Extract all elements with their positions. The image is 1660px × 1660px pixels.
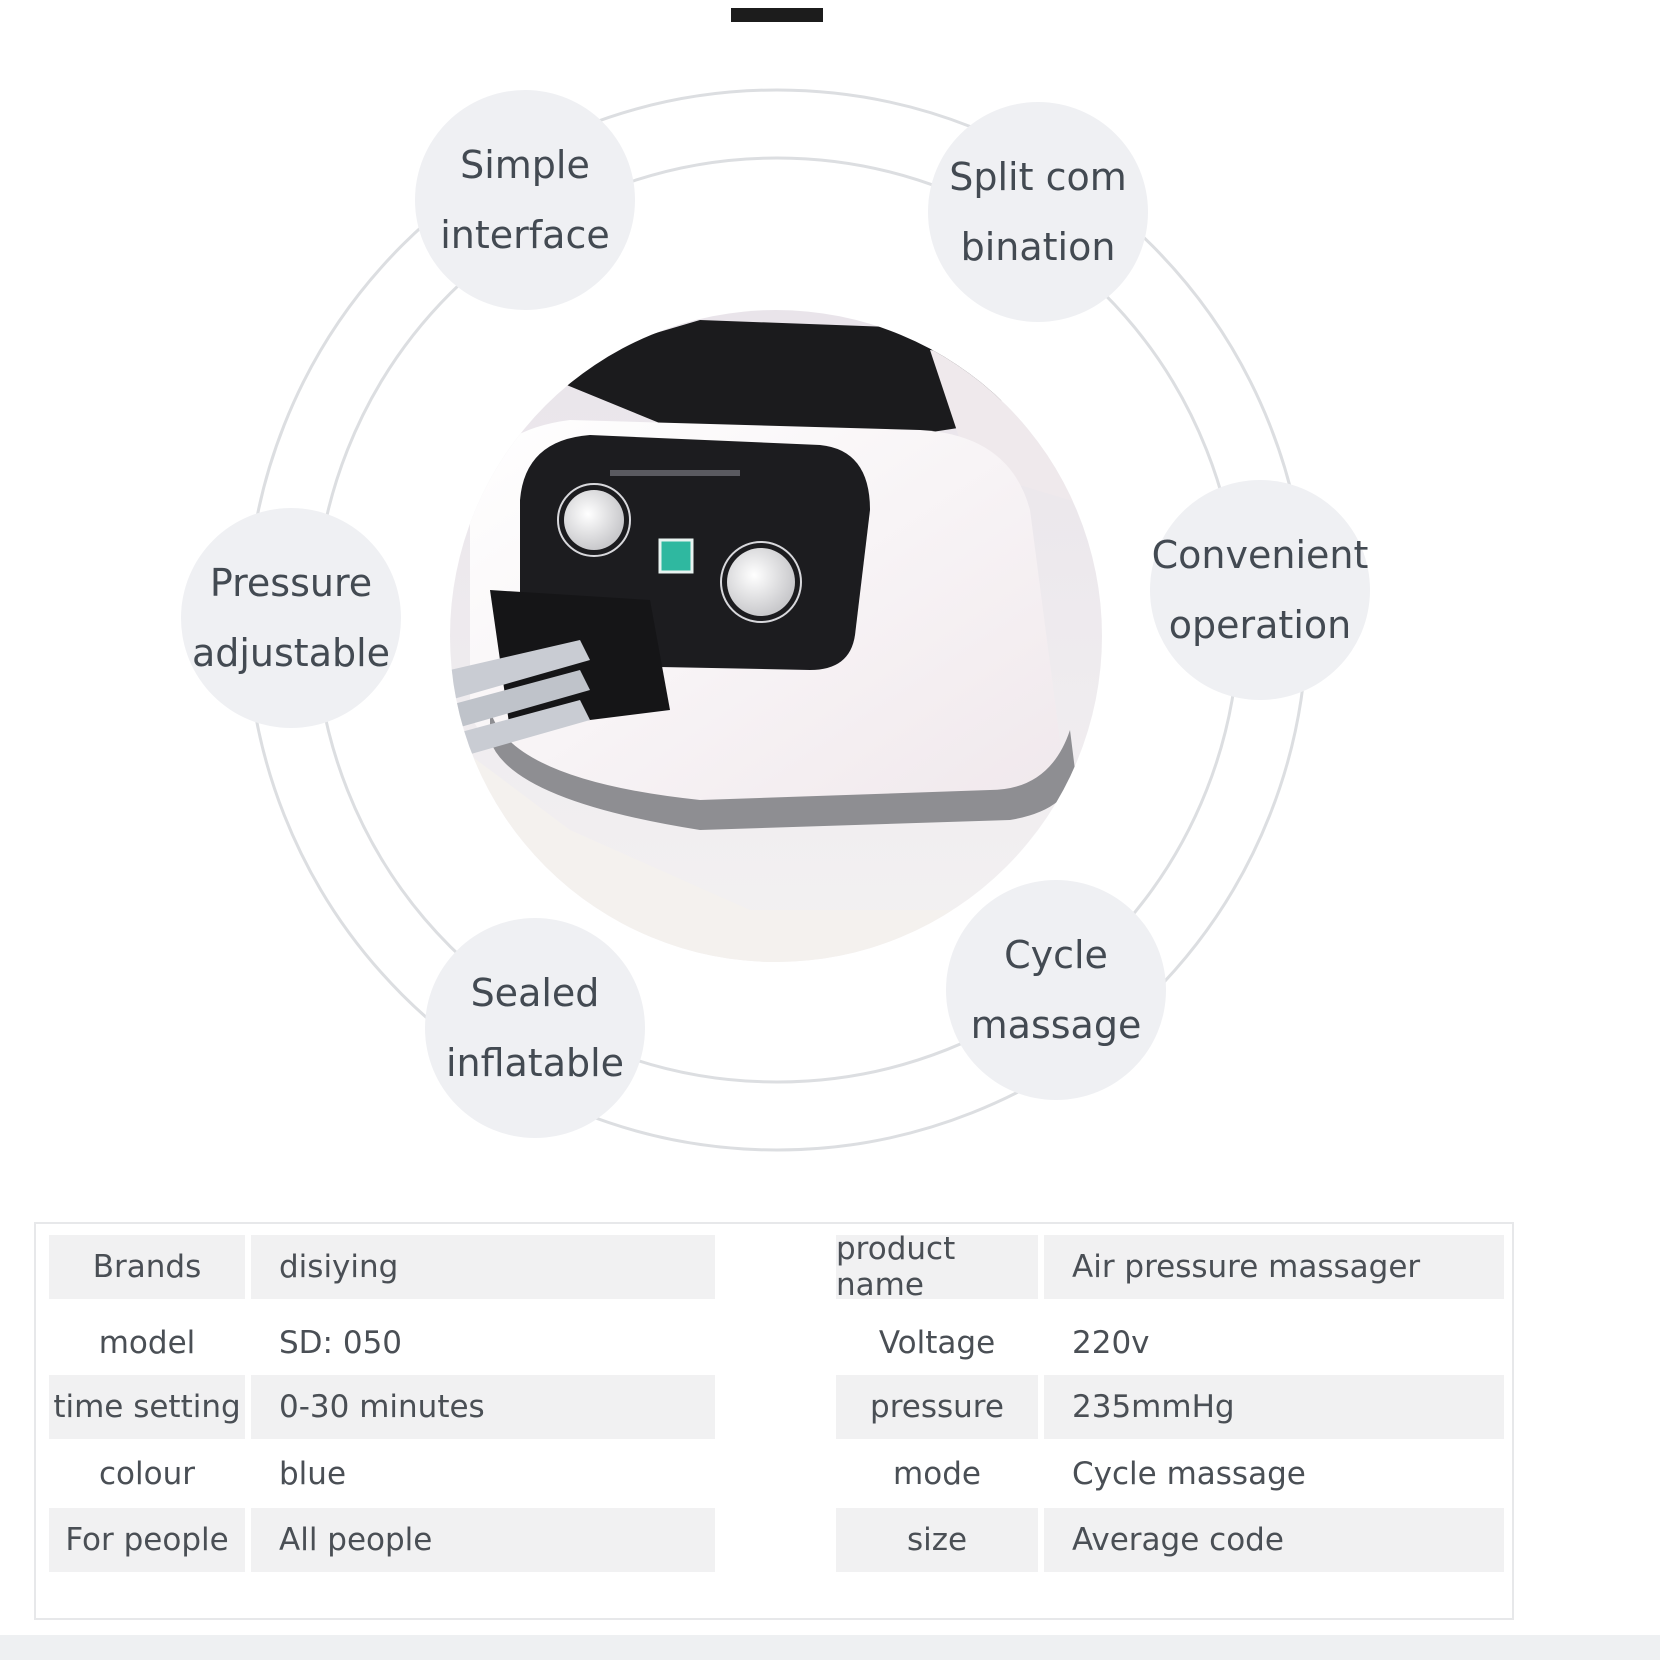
spec-row: For people All people [49,1508,715,1572]
spec-label: colour [99,1456,195,1492]
feature-label: Sealed inflatable [445,971,625,1085]
spec-label: For people [49,1508,245,1572]
spec-value: 0-30 minutes [251,1375,715,1439]
spec-value: disiying [251,1235,715,1299]
spec-value: Average code [1044,1508,1504,1572]
feature-label: Pressure adjustable [191,561,391,675]
feature-convenient-operation: Convenient operation [1150,480,1370,700]
spec-label: mode [893,1456,981,1492]
spec-row: product name Air pressure massager [836,1231,1504,1303]
spec-value: Cycle massage [1072,1456,1306,1492]
spec-label: size [836,1508,1038,1572]
spec-row: Brands disiying [49,1235,715,1299]
spec-row: Voltage 220v [836,1311,1504,1375]
spec-value: 220v [1072,1325,1150,1361]
feature-split-combination: Split com bination [928,102,1148,322]
feature-label: Convenient operation [1151,533,1369,647]
spec-label: Brands [49,1235,245,1299]
spec-label: model [98,1325,196,1361]
product-photo [450,310,1102,962]
spec-row: size Average code [836,1508,1504,1572]
spec-value: 235mmHg [1044,1375,1504,1439]
spec-row: model SD: 050 [49,1311,715,1375]
feature-label: Simple interface [440,143,610,257]
feature-sealed-inflatable: Sealed inflatable [425,918,645,1138]
spec-table [34,1222,1514,1620]
feature-simple-interface: Simple interface [415,90,635,310]
feature-label: Split com bination [949,155,1127,269]
spec-row: colour blue [49,1442,715,1506]
spec-row: time setting 0-30 minutes [49,1375,715,1439]
feature-cycle-massage: Cycle massage [946,880,1166,1100]
spec-label: time setting [49,1375,245,1439]
spec-label: product name [836,1231,1038,1303]
bottom-strip [0,1635,1660,1660]
spec-row: mode Cycle massage [836,1442,1504,1506]
spec-value: All people [251,1508,715,1572]
spec-row: pressure 235mmHg [836,1375,1504,1439]
spec-value: blue [279,1456,347,1492]
top-accent-bar [731,8,823,22]
spec-label: pressure [836,1375,1038,1439]
spec-value: Air pressure massager [1044,1235,1504,1299]
feature-pressure-adjustable: Pressure adjustable [181,508,401,728]
spec-label: Voltage [878,1325,996,1361]
spec-value: SD: 050 [279,1325,403,1361]
feature-label: Cycle massage [970,933,1142,1047]
